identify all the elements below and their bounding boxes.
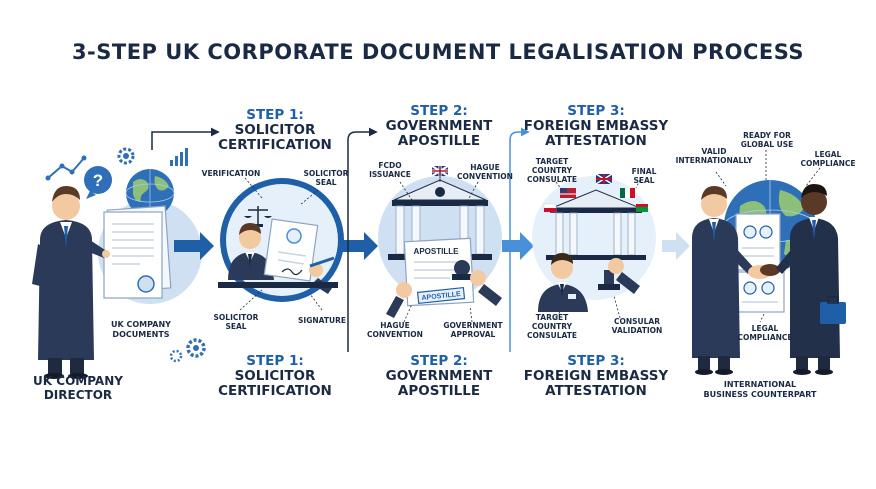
step3-name-line2-bottom: ATTESTATION (545, 383, 647, 400)
target-consulate-top-label: TARGET COUNTRY CONSULATE (527, 157, 577, 184)
step3-name-line1-bottom: FOREIGN EMBASSY (523, 368, 669, 385)
step2-scene: APOSTILLE APOSTILLE (378, 127, 534, 352)
arrow-right-icon (502, 232, 534, 260)
step3-name-line1: FOREIGN EMBASSY (523, 118, 669, 135)
handshake-icon (748, 264, 780, 279)
question-icon: ? (84, 166, 112, 199)
step3-name-line2: ATTESTATION (545, 133, 647, 150)
step3-number-bottom: STEP 3: (567, 353, 625, 369)
step2-number-bottom: STEP 2: (410, 353, 468, 369)
svg-text:APOSTILLE: APOSTILLE (421, 291, 461, 302)
final-seal-label: FINAL SEAL (631, 167, 657, 185)
stamp-icon (452, 260, 502, 306)
gears-icon (169, 338, 206, 363)
target-consulate-bottom-label: TARGET COUNTRY CONSULATE (527, 313, 577, 340)
director-scene: ? (32, 127, 220, 379)
government-approval-label: GOVERNMENT APPROVAL (443, 321, 503, 339)
step2-name-line1-bottom: GOVERNMENT (385, 368, 493, 385)
step3-heading-bottom: STEP 3: FOREIGN EMBASSY ATTESTATION (520, 353, 672, 400)
businessman-figure (692, 186, 754, 375)
arrow-right-icon (342, 232, 378, 260)
valid-internationally-label: VALID INTERNATIONALLY (675, 147, 753, 165)
consular-officer-figure (538, 253, 588, 312)
svg-text:?: ? (93, 171, 103, 190)
legal-compliance-mid-label: LEGAL COMPLIANCE (737, 324, 793, 342)
arrow-right-icon (662, 232, 690, 260)
step1-number: STEP 1: (246, 107, 304, 123)
apostille-document-icon: APOSTILLE APOSTILLE (403, 237, 475, 307)
arrow-right-icon (174, 232, 214, 260)
counterpart-label: INTERNATIONAL BUSINESS COUNTERPART (703, 380, 817, 399)
step2-name-line2: APOSTILLE (397, 133, 481, 150)
director-figure (32, 186, 110, 379)
stamp-icon (598, 258, 640, 294)
step1-name-line1: SOLICITOR (234, 122, 316, 139)
final-scene (692, 150, 846, 375)
director-label: UK COMPANY DIRECTOR (33, 374, 123, 403)
step1-scene (218, 127, 378, 352)
flags-icon (543, 173, 648, 213)
solicitor-seal-top-label: SOLICITOR SEAL (303, 169, 349, 187)
gear-icon (117, 147, 135, 165)
verification-label: VERIFICATION (201, 169, 261, 178)
step3-number: STEP 3: (567, 103, 625, 119)
hand-icon (386, 282, 412, 318)
step1-name-line1-bottom: SOLICITOR (234, 368, 316, 385)
briefcase-icon (820, 296, 846, 324)
step1-heading-bottom: STEP 1: SOLICITOR CERTIFICATION (215, 353, 335, 400)
page-title: 3-STEP UK CORPORATE DOCUMENT LEGALISATIO… (71, 40, 805, 64)
step1-number-bottom: STEP 1: (246, 353, 304, 369)
bar-chart-icon (170, 148, 188, 166)
certificate-icon (263, 218, 319, 282)
step1-name-line2-bottom: CERTIFICATION (218, 383, 332, 400)
legal-compliance-top-label: LEGAL COMPLIANCE (800, 150, 856, 168)
solicitor-figure (228, 223, 274, 280)
scales-icon (244, 206, 272, 227)
solicitor-seal-bottom-label: SOLICITOR SEAL (213, 313, 259, 331)
hague-convention-bottom-label: HAGUE CONVENTION (367, 321, 423, 339)
fcdo-issuance-label: FCDO ISSUANCE (369, 161, 411, 179)
consular-validation-label: CONSULAR VALIDATION (611, 317, 663, 335)
hague-convention-top-label: HAGUE CONVENTION (457, 163, 513, 181)
step3-heading-top: STEP 3: FOREIGN EMBASSY ATTESTATION (520, 103, 672, 150)
documents-label: UK COMPANY DOCUMENTS (111, 320, 171, 339)
step2-heading-bottom: STEP 2: GOVERNMENT APOSTILLE (378, 353, 500, 400)
documents-stack-icon (103, 205, 172, 299)
embassy-building-icon (546, 189, 646, 260)
ready-global-use-label: READY FOR GLOBAL USE (740, 131, 794, 149)
step3-scene (532, 173, 690, 321)
step2-number: STEP 2: (410, 103, 468, 119)
step2-name-line1: GOVERNMENT (385, 118, 493, 135)
step1-heading-top: STEP 1: SOLICITOR CERTIFICATION (215, 107, 335, 154)
uk-flag-icon (431, 165, 449, 182)
step2-heading-top: STEP 2: GOVERNMENT APOSTILLE (378, 103, 500, 150)
chart-line-icon (45, 155, 87, 181)
signature-label: SIGNATURE (298, 316, 346, 325)
step1-name-line2: CERTIFICATION (218, 137, 332, 154)
svg-text:APOSTILLE: APOSTILLE (414, 247, 460, 256)
step2-name-line2-bottom: APOSTILLE (397, 383, 481, 400)
